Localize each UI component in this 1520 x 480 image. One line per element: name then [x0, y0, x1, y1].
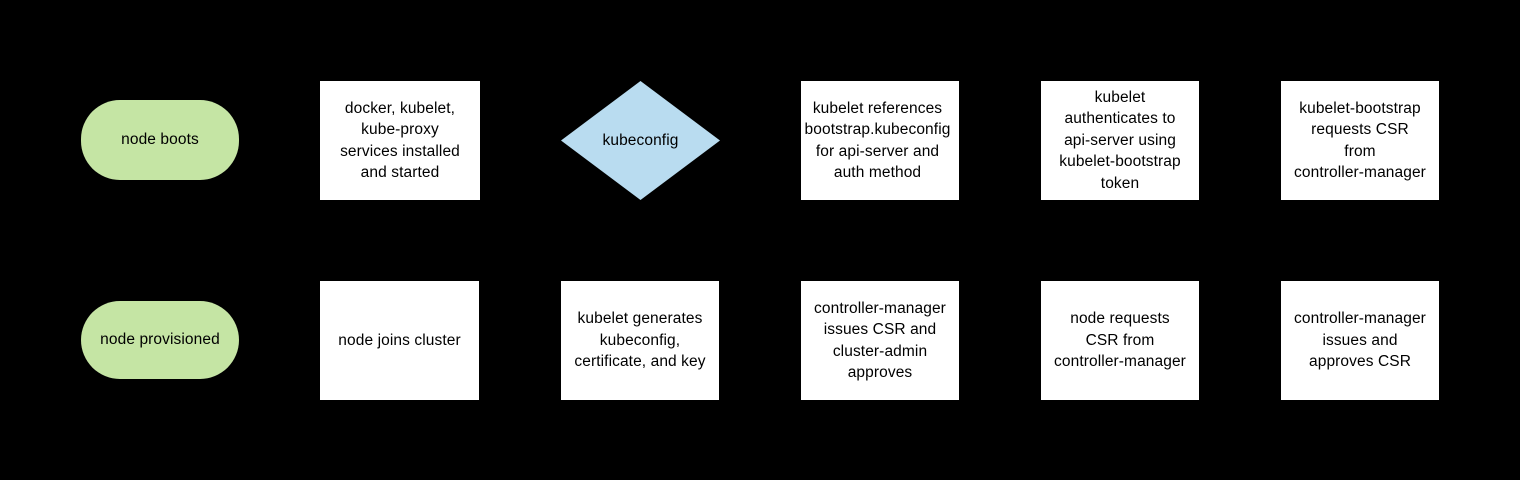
flow-node-label: node provisioned: [100, 331, 220, 349]
flow-node-label: docker, kubelet, kube-proxy services ins…: [340, 99, 460, 182]
flow-node-node-requests-csr[interactable]: node requests CSR from controller-manage…: [1041, 281, 1199, 400]
flow-node-label: controller-manager issues and approves C…: [1294, 310, 1426, 371]
flow-node-label: node joins cluster: [338, 331, 461, 349]
flow-node-kubelet-generates[interactable]: kubelet generates kubeconfig, certificat…: [561, 281, 719, 400]
flow-node-kubelet-references-bootstrap[interactable]: kubelet references bootstrap.kubeconfig …: [801, 81, 959, 200]
flow-node-label: kubelet-bootstrap requests CSR from cont…: [1294, 99, 1426, 182]
flow-node-node-boots[interactable]: node boots: [81, 100, 239, 180]
flow-node-cm-issues-approves[interactable]: controller-manager issues and approves C…: [1281, 281, 1439, 400]
flow-node-kubelet-authenticates[interactable]: kubelet authenticates to api-server usin…: [1041, 81, 1199, 200]
flow-node-label: kubeconfig: [602, 131, 679, 149]
flow-node-node-provisioned[interactable]: node provisioned: [81, 301, 239, 379]
flow-node-label: node requests CSR from controller-manage…: [1054, 310, 1186, 371]
flow-node-services-installed[interactable]: docker, kubelet, kube-proxy services ins…: [320, 81, 480, 200]
flow-node-label: node boots: [121, 131, 199, 149]
flow-node-label: controller-manager issues CSR and cluste…: [814, 299, 946, 382]
flow-node-bootstrap-requests-csr[interactable]: kubelet-bootstrap requests CSR from cont…: [1281, 81, 1439, 200]
flow-node-label: kubelet generates kubeconfig, certificat…: [574, 310, 706, 371]
flow-node-cm-issues-csr[interactable]: controller-manager issues CSR and cluste…: [801, 281, 959, 400]
flow-node-label: kubelet references bootstrap.kubeconfig …: [804, 99, 951, 182]
flow-node-kubeconfig[interactable]: kubeconfig: [561, 81, 720, 200]
flow-node-label: kubelet authenticates to api-server usin…: [1059, 88, 1181, 192]
flow-node-node-joins-cluster[interactable]: node joins cluster: [320, 281, 479, 400]
